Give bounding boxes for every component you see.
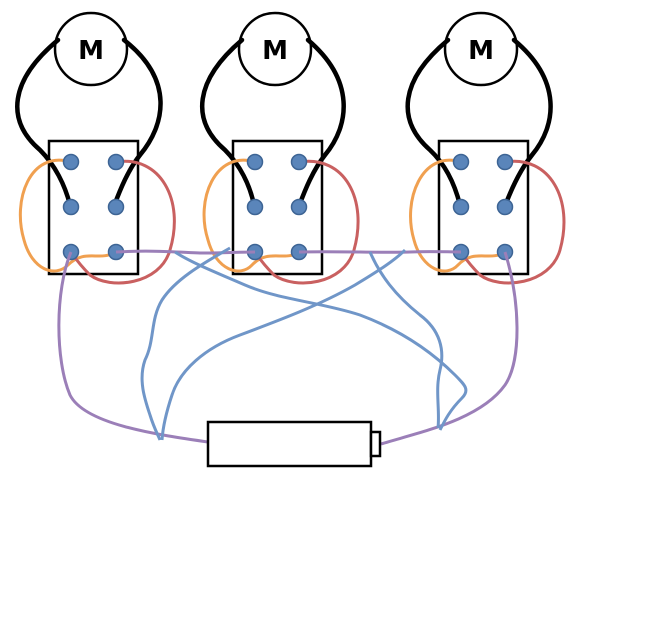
motor-2-label: M bbox=[262, 36, 288, 66]
switch-2-red-wire bbox=[253, 159, 360, 285]
purple-wire-switch3-to-battery bbox=[380, 251, 519, 446]
motor-1-lead-right bbox=[111, 37, 163, 209]
switch-1-terminal bbox=[107, 198, 125, 216]
blue-wire-crossing-c bbox=[160, 248, 407, 441]
motor-3-lead-left bbox=[405, 37, 463, 208]
switch-2-terminal bbox=[246, 198, 264, 216]
switch-3-red-wire bbox=[459, 159, 566, 285]
motor-2-circle bbox=[237, 11, 313, 87]
battery-terminal bbox=[369, 430, 382, 458]
switch-3-body bbox=[437, 139, 530, 276]
battery bbox=[206, 420, 382, 468]
switch-2-terminal bbox=[246, 153, 264, 171]
blue-wire-crossing-a bbox=[174, 250, 468, 431]
switch-1-red-wire bbox=[69, 159, 176, 285]
purple-wire-switch1-to-switch2 bbox=[115, 249, 256, 255]
switch-unit-1: M bbox=[15, 11, 176, 285]
switch-2-terminal bbox=[290, 198, 308, 216]
switch-2-orange-wire bbox=[202, 158, 300, 273]
blue-wire-crossing-b bbox=[140, 246, 231, 441]
switch-1-terminal bbox=[107, 153, 125, 171]
motor-2-lead-right bbox=[296, 37, 346, 209]
switch-3-orange-wire bbox=[409, 158, 506, 273]
switch-1-orange-wire bbox=[18, 158, 116, 273]
switch-3-terminal bbox=[452, 198, 470, 216]
motor-3-circle bbox=[443, 11, 519, 87]
blue-wire-crossing-d bbox=[368, 251, 444, 429]
motor-1-lead-left bbox=[15, 37, 73, 208]
motor-1-label: M bbox=[78, 36, 104, 66]
switch-unit-2: M bbox=[200, 11, 360, 285]
switch-2-body bbox=[231, 139, 324, 276]
motor-1-circle bbox=[53, 11, 129, 87]
switch-3-terminal bbox=[496, 198, 514, 216]
purple-wire-switch2-to-switch3 bbox=[298, 250, 462, 254]
battery-body bbox=[206, 420, 373, 468]
switch-1-terminal bbox=[62, 198, 80, 216]
switch-1-terminal bbox=[62, 153, 80, 171]
motor-3-lead-right bbox=[502, 37, 553, 209]
switch-unit-3: M bbox=[405, 11, 566, 285]
switch-3-terminal bbox=[452, 153, 470, 171]
switch-2-terminal bbox=[290, 153, 308, 171]
motor-2-lead-left bbox=[200, 37, 257, 208]
switch-3-terminal bbox=[496, 153, 514, 171]
motor-3-label: M bbox=[468, 36, 494, 66]
switch-1-body bbox=[47, 139, 140, 276]
